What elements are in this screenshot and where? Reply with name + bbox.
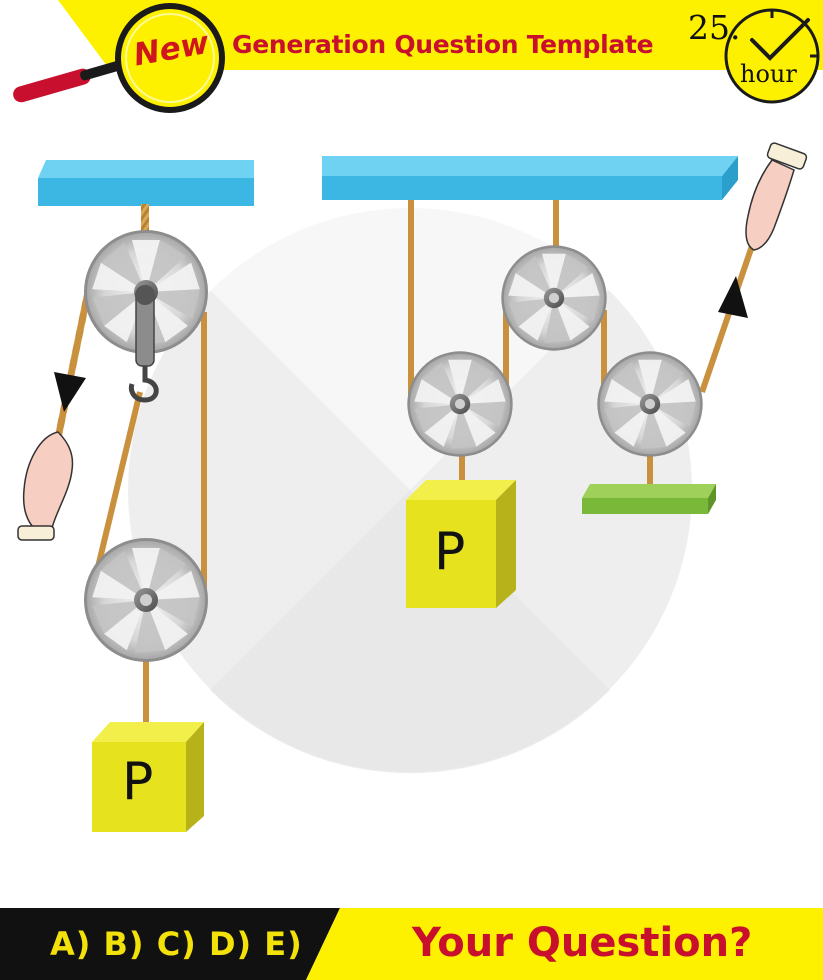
right-weight-label: P [434, 522, 466, 582]
answer-options: A) B) C) D) E) [50, 925, 303, 963]
footer-bar [0, 908, 823, 980]
timer-number: 25. [688, 8, 741, 47]
timer-unit: hour [740, 60, 797, 88]
question-prompt: Your Question? [412, 920, 753, 966]
page-title: Generation Question Template [232, 30, 654, 59]
left-weight-block [92, 722, 204, 832]
clock-icon [724, 8, 820, 104]
left-ropes [54, 204, 207, 724]
right-weight-block [406, 480, 516, 608]
right-arrow-up-icon [718, 276, 748, 318]
left-hand-icon [17, 431, 74, 541]
right-hand-icon [745, 142, 808, 251]
left-ceiling-beam [38, 160, 254, 206]
left-arrow-down-icon [54, 372, 86, 412]
left-weight-label: P [122, 752, 154, 812]
green-platform [582, 484, 716, 514]
right-ceiling-beam [322, 156, 738, 200]
header-banner [58, 0, 823, 70]
magnifier-icon [13, 3, 225, 113]
left-fixed-pulley [83, 230, 208, 403]
